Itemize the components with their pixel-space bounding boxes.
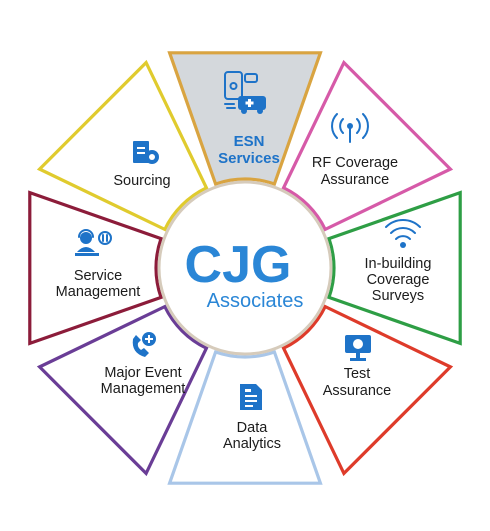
phone-ambulance-icon	[224, 71, 266, 114]
segment-label-line: Surveys	[372, 288, 424, 304]
brand-logo: CJG	[185, 236, 292, 294]
wifi-icon	[385, 218, 421, 248]
document-chart-icon	[240, 384, 262, 410]
segment-label-line: Assurance	[323, 383, 392, 399]
segment-label-line: Service	[74, 268, 122, 284]
phone-plus-icon	[132, 332, 156, 357]
segment-label-line: Analytics	[223, 436, 281, 452]
segment-label-line: ESN	[234, 133, 265, 150]
segment-shape-major-event-management	[36, 304, 209, 477]
segment-sourcing: Sourcing	[36, 59, 209, 232]
segment-label-line: Management	[56, 284, 141, 300]
segment-label-line: In-building	[365, 256, 432, 272]
segment-shape-sourcing	[36, 59, 209, 232]
segment-label-line: Sourcing	[113, 173, 170, 189]
document-gear-icon	[133, 141, 159, 164]
segment-shape-rf-coverage-assurance	[281, 59, 454, 232]
brand-subtitle: Associates	[207, 290, 304, 312]
segment-label-line: Major Event	[104, 365, 181, 381]
segment-label-sourcing: Sourcing	[113, 173, 170, 189]
segment-label-line: Assurance	[321, 172, 390, 188]
segment-shape-in-building-coverage-surveys	[326, 190, 462, 346]
segment-shape-service-management	[28, 190, 164, 346]
monitor-test-icon	[345, 335, 371, 361]
support-agent-icon	[75, 229, 112, 256]
segment-shape-esn-services	[167, 51, 323, 187]
segment-shape-data-analytics	[167, 349, 323, 485]
segment-label-line: RF Coverage	[312, 155, 398, 171]
segment-label-line: Test	[344, 366, 371, 382]
segment-label-line: Data	[237, 420, 269, 436]
antenna-signal-icon	[331, 113, 369, 143]
segment-label-line: Coverage	[367, 272, 430, 288]
segment-shape-test-assurance	[281, 304, 454, 477]
segment-label-line: Management	[101, 381, 186, 397]
segment-label-line: Services	[218, 150, 280, 167]
center-circle	[157, 180, 333, 356]
